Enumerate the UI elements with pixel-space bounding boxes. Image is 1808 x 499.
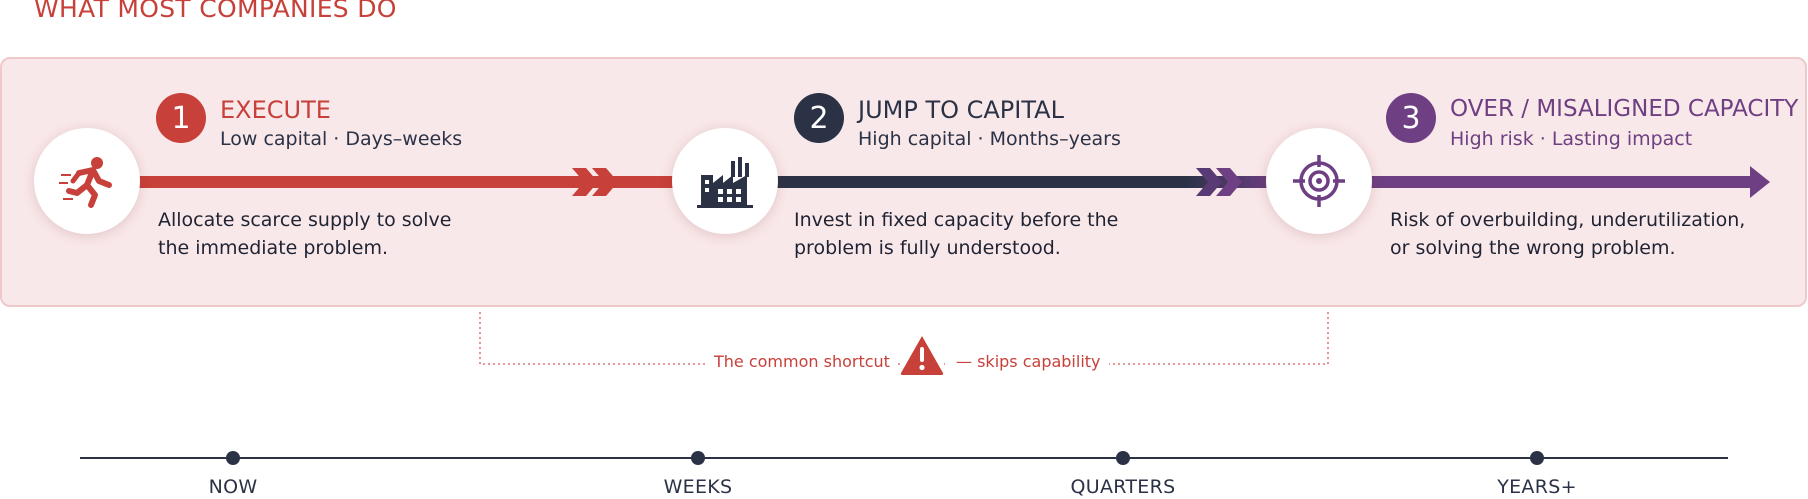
section-title: WHAT MOST COMPANIES DO [34,0,397,23]
step-2-desc-line1: Invest in fixed capacity before the [794,209,1119,231]
warning-icon [900,336,944,375]
running-person-icon [59,157,112,208]
chevrons-capital [1196,168,1242,196]
arrowhead-capacity [1750,166,1770,198]
step-2-badge: 2 [794,93,844,143]
step-1-description: Allocate scarce supply to solve the imme… [158,206,451,262]
step-1-title: EXECUTE [220,96,331,124]
timeline-tick-quarters [1116,451,1130,465]
connector-capital [775,176,1275,188]
step-2-desc-line2: problem is fully understood. [794,237,1061,259]
factory-icon [697,157,753,208]
shortcut-right-text: — skips capability [948,352,1109,371]
step-2-title: JUMP TO CAPITAL [858,96,1064,124]
timeline-tick-weeks [691,451,705,465]
timeline-label-years: YEARS+ [1497,476,1577,498]
step-1-badge: 1 [156,93,206,143]
shortcut-left-text: The common shortcut [706,352,898,371]
step-3-desc-line2: or solving the wrong problem. [1390,237,1676,259]
step-3-description: Risk of overbuilding, underutilization, … [1390,206,1745,262]
timeline-tick-years [1530,451,1544,465]
node-capacity [1266,128,1372,234]
node-execute [34,128,140,234]
step-3-badge: 3 [1386,93,1436,143]
timeline-label-quarters: QUARTERS [1070,476,1176,498]
step-1-desc-line1: Allocate scarce supply to solve [158,209,452,231]
step-3-desc-line1: Risk of overbuilding, underutilization, [1390,209,1746,231]
chevrons-execute [572,168,618,196]
step-2-description: Invest in fixed capacity before the prob… [794,206,1118,262]
target-icon [1293,155,1345,207]
step-3-subtitle: High risk · Lasting impact [1450,128,1693,150]
step-1-subtitle: Low capital · Days–weeks [220,128,463,150]
warning-icon-wrap [900,334,944,376]
timeline-label-now: NOW [208,476,258,498]
timeline-tick-now [226,451,240,465]
connector-capacity [1368,176,1758,188]
timeline-label-weeks: WEEKS [663,476,733,498]
step-3-title: OVER / MISALIGNED CAPACITY [1450,96,1799,122]
step-2-subtitle: High capital · Months–years [858,128,1121,150]
node-capital [672,128,778,234]
timeline-axis [80,457,1728,459]
connector-execute [120,176,680,188]
step-1-desc-line2: the immediate problem. [158,237,389,259]
